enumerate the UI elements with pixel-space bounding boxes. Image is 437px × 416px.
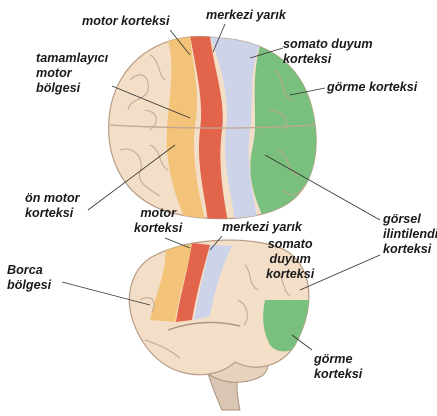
label-visual-cortex-top: görme korteksi (327, 80, 417, 95)
label-somatosensory-bottom: somato duyum korteksi (266, 237, 314, 282)
label-line: duyum (266, 252, 314, 267)
label-motor-cortex-bottom: motor korteksi (134, 206, 182, 236)
label-visual-association: görsel ilintilendirme korteksi (383, 212, 437, 257)
label-central-sulcus-bottom: merkezi yarık (222, 220, 302, 235)
label-line: korteksi (283, 52, 373, 67)
label-line: korteksi (266, 267, 314, 282)
label-line: somato duyum (283, 37, 373, 52)
label-line: görme (314, 352, 362, 367)
label-line: motor (134, 206, 182, 221)
label-central-sulcus-top: merkezi yarık (206, 8, 286, 23)
label-line: bölgesi (36, 81, 108, 96)
label-line: korteksi (383, 242, 437, 257)
label-somatosensory-top: somato duyum korteksi (283, 37, 373, 67)
label-line: bölgesi (7, 278, 51, 293)
label-broca-area: Borca bölgesi (7, 263, 51, 293)
label-line: motor (36, 66, 108, 81)
label-line: Borca (7, 263, 51, 278)
label-supplementary-motor: tamamlayıcı motor bölgesi (36, 51, 108, 96)
label-line: görsel (383, 212, 437, 227)
label-line: ilintilendirme (383, 227, 437, 242)
label-premotor-cortex: ön motor korteksi (25, 191, 80, 221)
side-visual-region (263, 300, 320, 351)
label-visual-cortex-bottom: görme korteksi (314, 352, 362, 382)
label-line: tamamlayıcı (36, 51, 108, 66)
label-line: somato (266, 237, 314, 252)
label-line: ön motor (25, 191, 80, 206)
label-line: korteksi (134, 221, 182, 236)
label-motor-cortex-top: motor korteksi (82, 14, 169, 29)
label-line: korteksi (314, 367, 362, 382)
label-line: korteksi (25, 206, 80, 221)
